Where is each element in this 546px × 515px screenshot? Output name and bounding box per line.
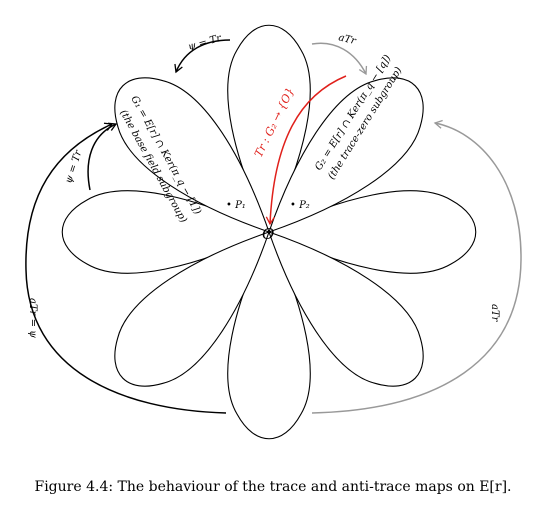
arrow-psi-tr-top	[174, 39, 231, 74]
label-psi-tr-top: ψ = Tr	[187, 33, 224, 53]
arrow-atr-right-outer	[311, 119, 522, 414]
trace-maps-diagram: O • P₁ • P₂ ψ = Tr aTr ψ = Tr aTr = ψ aT…	[25, 24, 522, 440]
petal-northeast	[268, 77, 424, 233]
label-atr-right: aTr	[489, 304, 500, 323]
petal-northwest	[114, 77, 270, 233]
arrow-tr-red	[265, 75, 347, 226]
arrow-atr-top	[311, 42, 368, 76]
figure-caption: Figure 4.4: The behaviour of the trace a…	[0, 479, 546, 495]
arrow-atr-psi-left-outer	[25, 122, 227, 414]
petal-southwest	[114, 231, 270, 387]
figure-caption-text: The behaviour of the trace and anti-trac…	[117, 479, 512, 495]
point-p1-label: • P₁	[226, 200, 246, 211]
label-atr-psi-left: aTr = ψ	[27, 298, 38, 338]
petal-southeast	[268, 231, 424, 387]
origin-label: O	[262, 225, 274, 243]
figure-number: Figure 4.4:	[34, 479, 114, 495]
petals	[61, 24, 477, 440]
point-p2-label: • P₂	[290, 200, 310, 211]
label-atr-top: aTr	[337, 32, 358, 47]
